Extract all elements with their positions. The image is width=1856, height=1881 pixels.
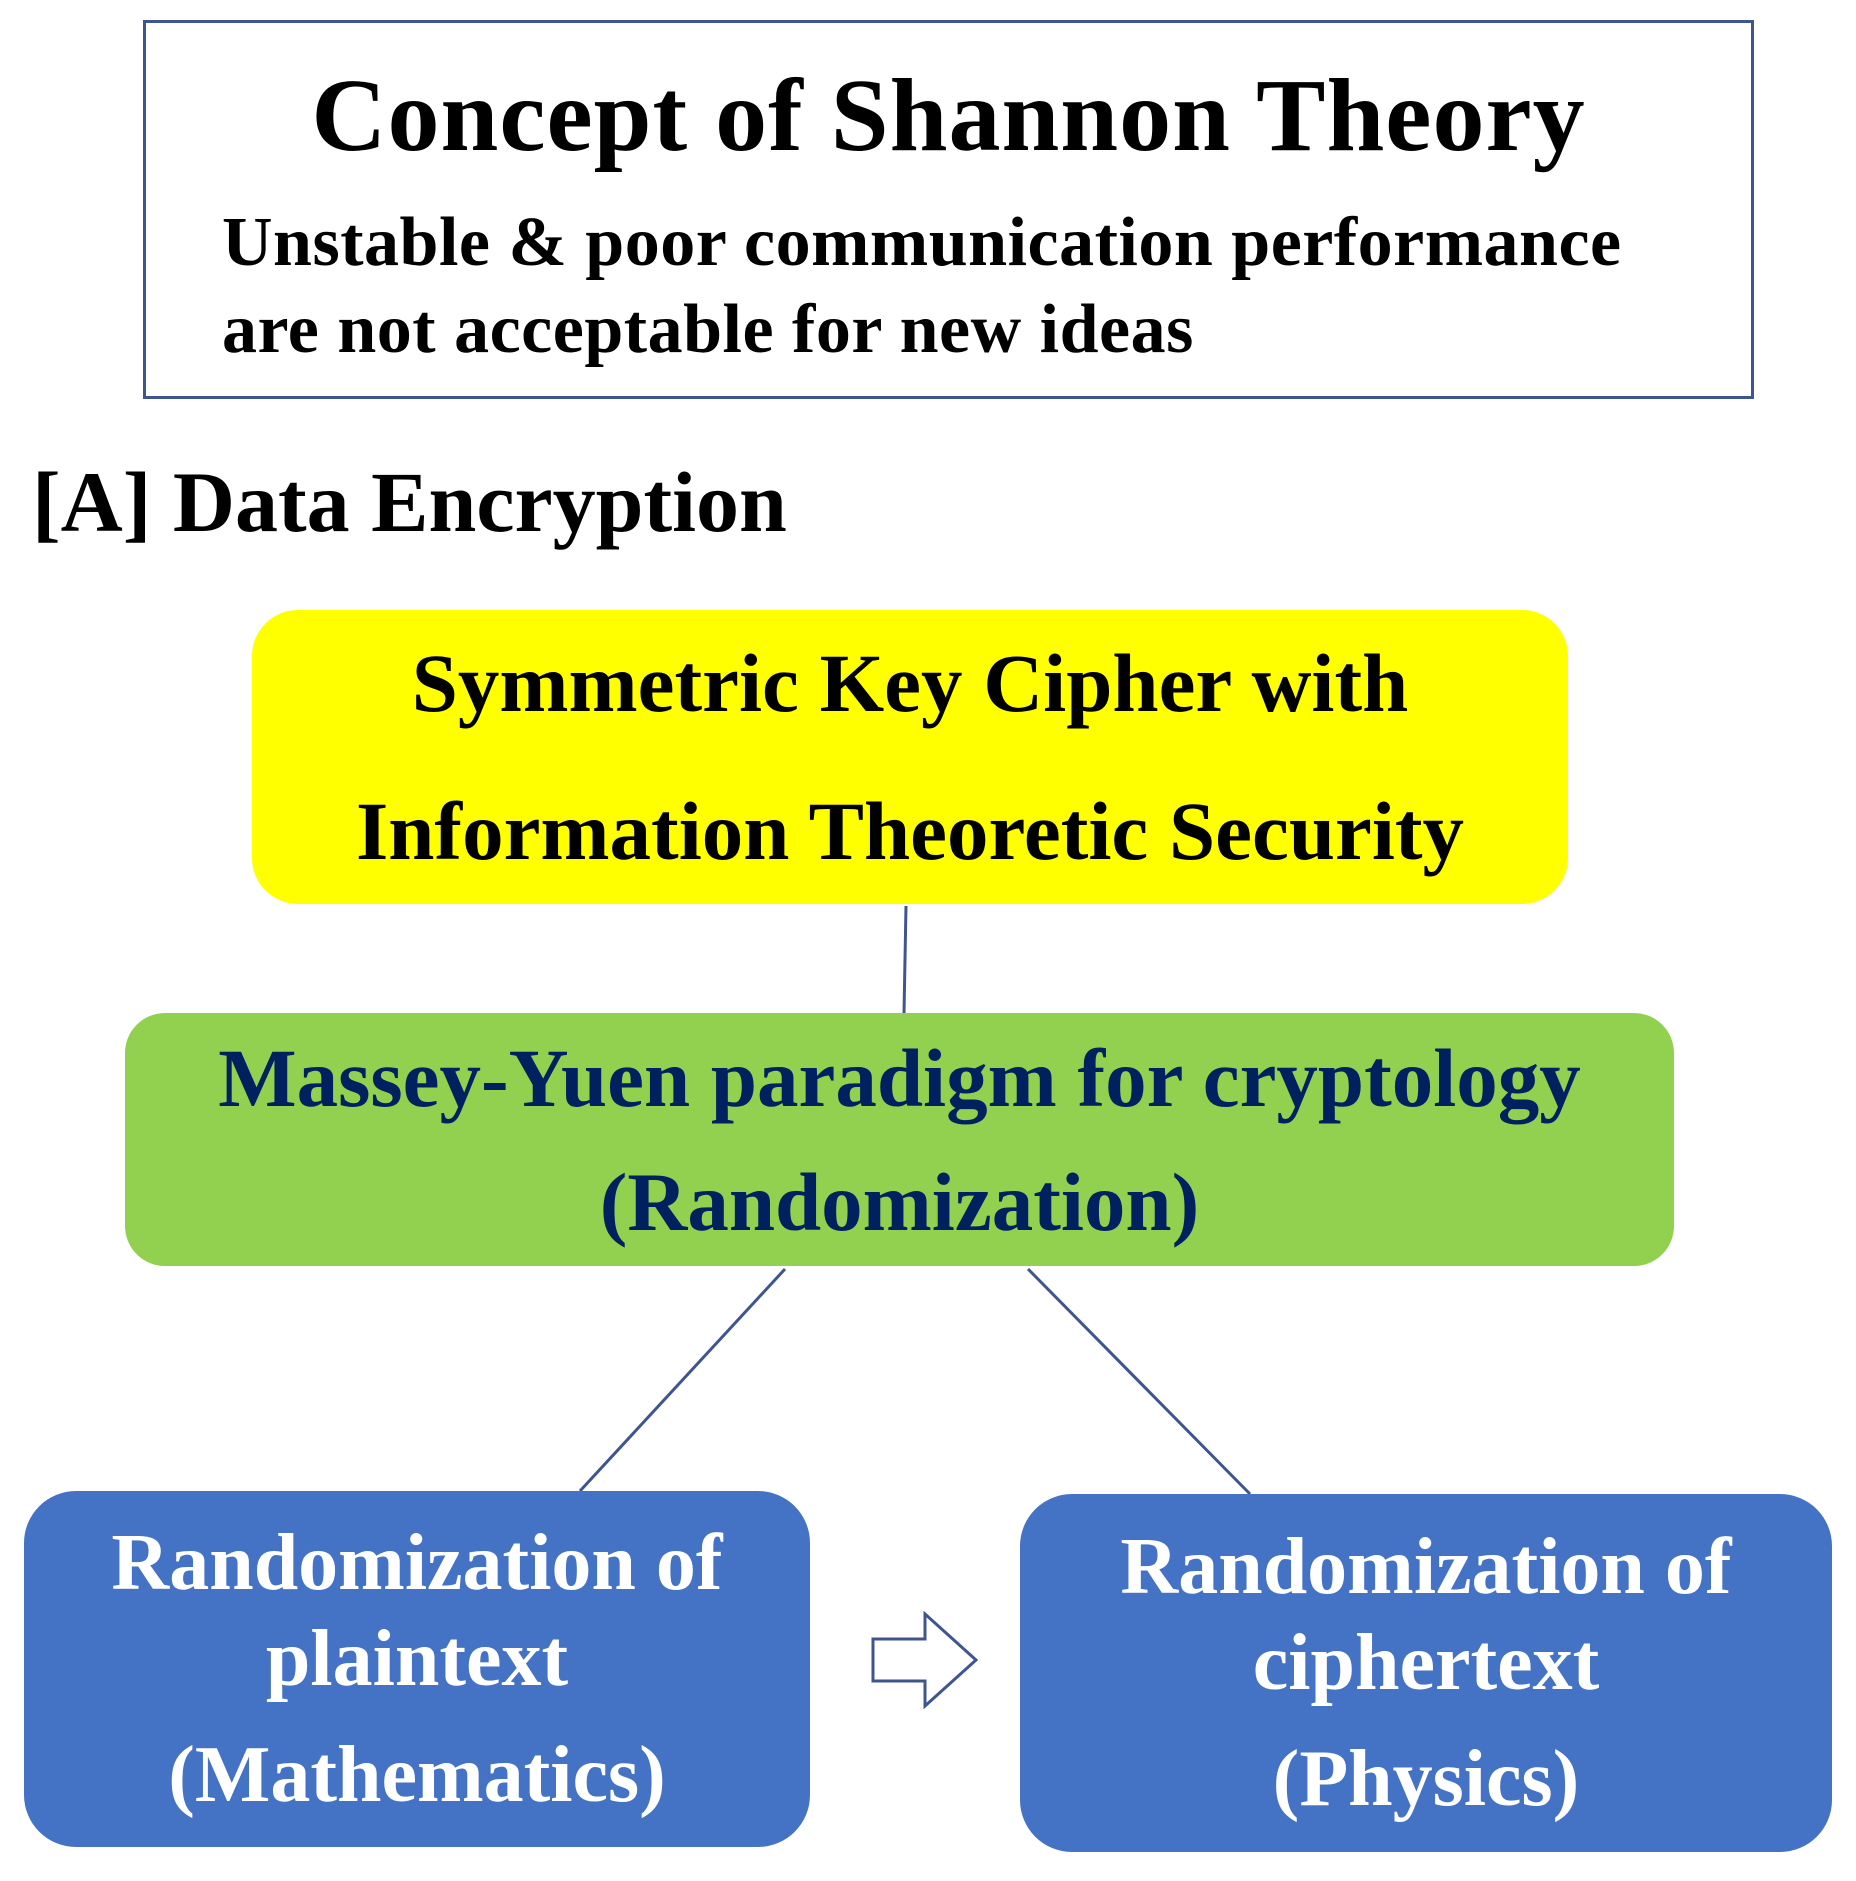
node-randomization-ciphertext: Randomization of ciphertext (Physics)	[1020, 1494, 1832, 1852]
concept-line-2: are not acceptable for new ideas	[222, 291, 1194, 368]
node-left-line-1: Randomization of	[111, 1519, 723, 1607]
node-left-line-3: (Mathematics)	[168, 1731, 666, 1819]
node-symmetric-key-cipher: Symmetric Key Cipher with Information Th…	[252, 610, 1568, 904]
right-arrow-icon	[871, 1610, 979, 1710]
node-randomization-plaintext: Randomization of plaintext (Mathematics)	[24, 1491, 810, 1847]
node-paradigm-line-2: (Randomization)	[599, 1155, 1200, 1248]
node-goal-line-1: Symmetric Key Cipher with	[411, 637, 1409, 729]
section-heading: [A] Data Encryption	[32, 454, 787, 550]
node-left-line-2: plaintext	[265, 1615, 569, 1703]
concept-title: Concept of Shannon Theory	[311, 58, 1586, 173]
node-right-line-1: Randomization of	[1120, 1523, 1732, 1611]
node-goal-line-2: Information Theoretic Security	[355, 785, 1465, 877]
concept-line-1: Unstable & poor communication performanc…	[222, 204, 1622, 281]
node-right-line-2: ciphertext	[1252, 1619, 1600, 1707]
node-paradigm-line-1: Massey-Yuen paradigm for cryptology	[218, 1031, 1581, 1124]
connector-paradigm-right	[1026, 1267, 1252, 1496]
connector-goal-paradigm	[902, 905, 908, 1014]
connector-paradigm-left	[578, 1267, 787, 1493]
node-massey-yuen-paradigm: Massey-Yuen paradigm for cryptology (Ran…	[125, 1013, 1674, 1266]
node-right-line-3: (Physics)	[1272, 1735, 1580, 1823]
concept-box: Concept of Shannon Theory Unstable & poo…	[143, 20, 1754, 399]
